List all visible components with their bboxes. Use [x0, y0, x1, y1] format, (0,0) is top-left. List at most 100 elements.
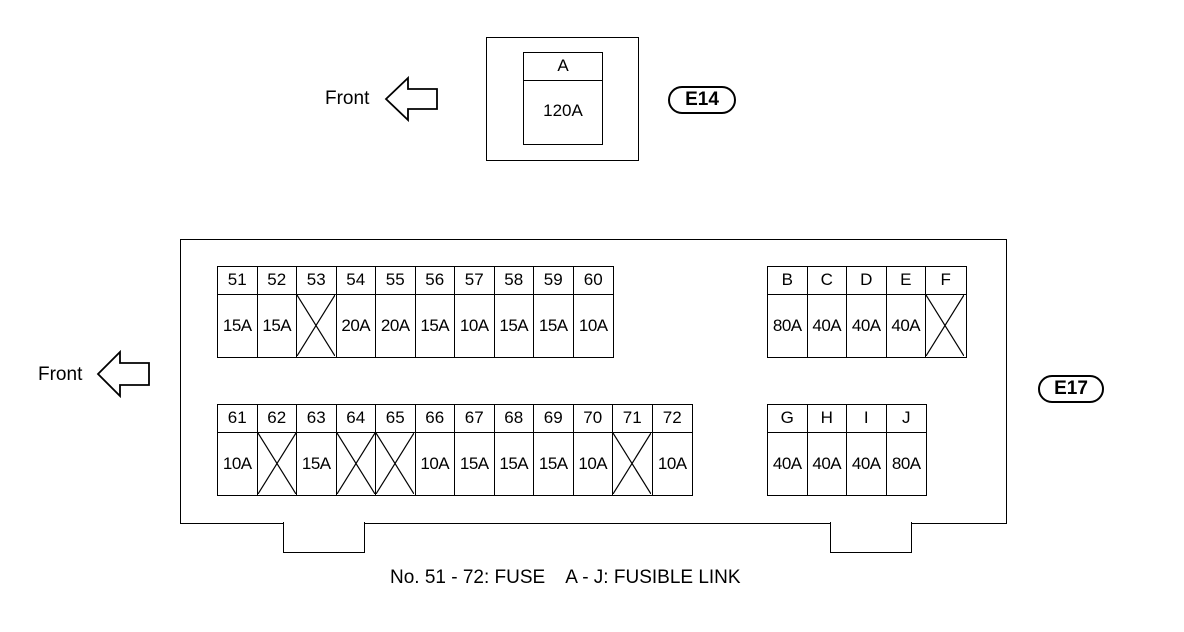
fuse-slot-number: 72	[652, 405, 692, 433]
fuse-rating: 40A	[812, 454, 842, 473]
fuse-slot-number: 61	[218, 405, 257, 433]
fuse-slot-57: 57 10A	[455, 267, 495, 357]
fuse-slot-number: J	[886, 405, 926, 433]
fuse-slot-c: C 40A	[807, 267, 847, 357]
e17-connector-badge: E17	[1038, 375, 1104, 403]
front-arrow-icon	[384, 76, 438, 122]
e14-fuse-id: A	[524, 53, 602, 81]
fuse-slot-72: 72 10A	[652, 405, 692, 495]
fuse-rating: 40A	[851, 316, 881, 335]
fuse-slot-number: E	[886, 267, 925, 295]
fuse-slot-70: 70 10A	[573, 405, 613, 495]
fuse-rating: 15A	[222, 316, 252, 335]
fuse-rating: 15A	[262, 316, 292, 335]
fuse-rating: 10A	[578, 316, 608, 335]
fuse-slot-number: I	[847, 405, 886, 433]
fuse-slot-number: 65	[376, 405, 415, 433]
fuse-slot-56: 56 15A	[415, 267, 455, 357]
front-label-e14: Front	[325, 88, 370, 109]
fuse-slot-h: H 40A	[807, 405, 847, 495]
front-label-e17: Front	[38, 364, 83, 385]
fuse-slot-65: 65	[376, 405, 416, 495]
fuse-slot-number: 56	[415, 267, 454, 295]
fuse-slot-f: F	[926, 267, 966, 357]
mounting-tab-left	[283, 522, 365, 553]
fuse-rating: 40A	[891, 316, 921, 335]
fuse-slot-number: F	[926, 267, 966, 295]
fuse-slot-g: G 40A	[768, 405, 808, 495]
front-arrow-icon	[96, 350, 150, 398]
e14-fuse-box: A 120A	[486, 37, 639, 161]
fuse-slot-69: 69 15A	[534, 405, 574, 495]
fuse-slot-number: 58	[494, 267, 533, 295]
fuse-slot-61: 61 10A	[218, 405, 258, 495]
fuse-slot-b: B 80A	[768, 267, 808, 357]
fuse-slot-67: 67 15A	[455, 405, 495, 495]
empty-slot-cross-icon	[297, 295, 336, 356]
fuse-rating: 10A	[222, 454, 252, 473]
fuse-rating: 15A	[538, 316, 568, 335]
empty-slot-cross-icon	[257, 433, 297, 494]
fuse-rating: 10A	[578, 454, 608, 473]
fuse-slot-71: 71	[613, 405, 653, 495]
fuse-slot-number: B	[768, 267, 807, 295]
fuse-slot-number: C	[807, 267, 846, 295]
fuse-slot-number: 52	[257, 267, 296, 295]
fuse-slot-55: 55 20A	[376, 267, 416, 357]
fuse-rating: 10A	[657, 454, 687, 473]
fuse-slot-number: 55	[376, 267, 415, 295]
fuse-slot-68: 68 15A	[494, 405, 534, 495]
fuse-slot-63: 63 15A	[297, 405, 337, 495]
e14-fuse-a: A 120A	[523, 52, 603, 145]
fuse-slot-number: 67	[455, 405, 494, 433]
fuse-rating: 15A	[459, 454, 489, 473]
fuse-slot-53: 53	[297, 267, 337, 357]
fuse-slot-number: 59	[534, 267, 573, 295]
empty-slot-cross-icon	[376, 433, 415, 494]
fuse-slot-number: 63	[297, 405, 336, 433]
fuse-rating: 15A	[499, 316, 529, 335]
fuse-rating: 10A	[459, 316, 489, 335]
fuse-slot-64: 64	[336, 405, 376, 495]
fuse-rating: 15A	[301, 454, 331, 473]
empty-slot-cross-icon	[926, 295, 966, 356]
fuse-rating: 40A	[812, 316, 842, 335]
fuse-slot-number: D	[847, 267, 886, 295]
fuse-slot-number: H	[807, 405, 846, 433]
fuse-rating: 15A	[499, 454, 529, 473]
fuse-rating: 80A	[891, 454, 921, 473]
fuse-slot-51: 51 15A	[218, 267, 258, 357]
fuse-slot-number: 53	[297, 267, 336, 295]
fuse-slot-number: 69	[534, 405, 573, 433]
fuse-rating: 15A	[538, 454, 568, 473]
fuse-slot-j: J 80A	[886, 405, 926, 495]
mounting-tab-right	[830, 522, 912, 553]
fuse-slot-52: 52 15A	[257, 267, 297, 357]
legend-caption: No. 51 - 72: FUSE A - J: FUSIBLE LINK	[390, 567, 741, 588]
fuse-rating: 40A	[772, 454, 802, 473]
fuse-rating: 15A	[420, 316, 450, 335]
fuse-slot-number: 54	[336, 267, 375, 295]
fuse-slot-59: 59 15A	[534, 267, 574, 357]
fuse-slot-number: 71	[613, 405, 652, 433]
fuse-slot-number: 51	[218, 267, 257, 295]
fuse-slot-number: G	[768, 405, 807, 433]
fuse-slot-58: 58 15A	[494, 267, 534, 357]
fuse-slot-number: 66	[415, 405, 454, 433]
fuse-slot-number: 70	[573, 405, 612, 433]
fuse-slot-number: 57	[455, 267, 494, 295]
fuse-slot-number: 60	[573, 267, 613, 295]
fuse-slot-number: 64	[336, 405, 375, 433]
fuse-slot-60: 60 10A	[573, 267, 613, 357]
fuse-slot-e: E 40A	[886, 267, 926, 357]
fuse-slot-number: 68	[494, 405, 533, 433]
empty-slot-cross-icon	[336, 433, 376, 494]
fuse-rating: 20A	[380, 316, 410, 335]
fuse-rating: 80A	[772, 316, 802, 335]
